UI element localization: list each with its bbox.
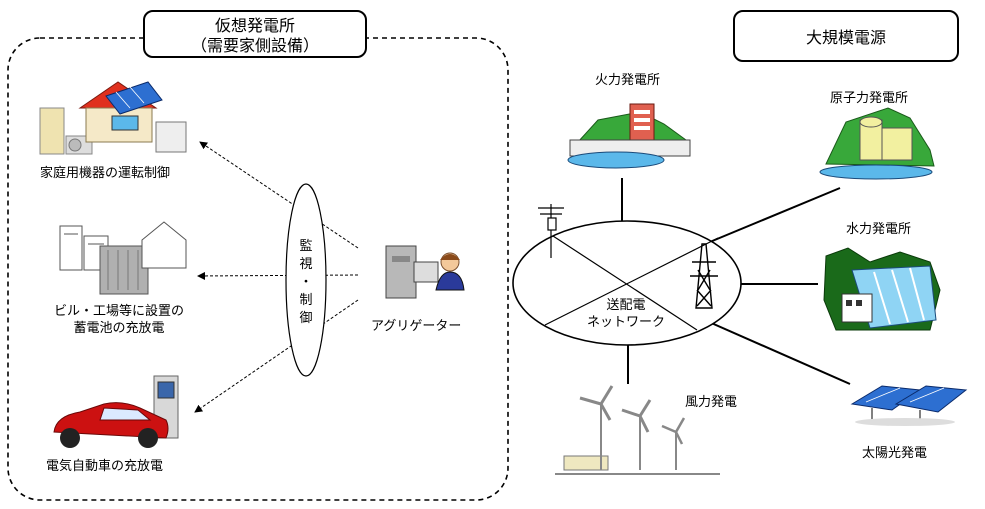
aggregator-label: アグリゲーター xyxy=(371,319,462,334)
nuclear-plant-label: 原子力発電所 xyxy=(830,91,909,106)
monitor-control-label: 監 視 ・ 制 御 xyxy=(299,239,313,326)
home-appliances-label: 家庭用機器の運転制御 xyxy=(40,166,171,181)
network-divider-2 xyxy=(544,237,719,326)
solar-panel-icon xyxy=(850,385,968,426)
link-nuclear xyxy=(704,187,841,245)
control-arrow-building xyxy=(197,271,359,280)
wind-turbine-icon xyxy=(555,385,720,475)
network-label-line2: ネットワーク xyxy=(586,315,665,330)
wind-power-label: 風力発電 xyxy=(685,395,738,410)
control-arrow-car xyxy=(194,299,359,413)
virtual-plant-title: 仮想発電所 xyxy=(214,16,295,35)
network-ellipse xyxy=(512,220,742,346)
building-battery-label-line2: 蓄電池の充放電 xyxy=(73,321,165,336)
virtual-plant-subtitle: （需要家側設備） xyxy=(190,36,319,55)
virtual-plant-title-box: 仮想発電所 （需要家側設備） xyxy=(143,10,367,58)
home-appliances-icon xyxy=(39,81,187,155)
large-power-title: 大規模電源 xyxy=(805,28,886,47)
nuclear-plant-icon xyxy=(819,107,935,180)
transmission-tower-icon xyxy=(690,243,718,309)
building-battery-label: ビル・工場等に設置の 蓄電池の充放電 xyxy=(38,303,200,337)
aggregator-icon xyxy=(385,245,465,299)
control-ellipse xyxy=(285,183,327,377)
electric-car-label: 電気自動車の充放電 xyxy=(46,459,164,474)
network-divider-1 xyxy=(552,235,698,331)
network-label-line1: 送配電 xyxy=(606,298,646,313)
thermal-plant-label: 火力発電所 xyxy=(595,73,661,88)
thermal-plant-icon xyxy=(567,103,691,169)
hydro-plant-label: 水力発電所 xyxy=(846,222,912,237)
building-battery-label-line1: ビル・工場等に設置の xyxy=(53,304,184,319)
solar-power-label: 太陽光発電 xyxy=(862,446,928,461)
building-battery-icon xyxy=(59,221,187,295)
utility-pole-icon xyxy=(538,204,564,258)
link-solar xyxy=(699,317,851,385)
large-power-title-box: 大規模電源 xyxy=(733,10,959,62)
hydro-plant-icon xyxy=(823,247,941,331)
electric-car-icon xyxy=(53,375,179,448)
network-label: 送配電 ネットワーク xyxy=(584,297,668,331)
control-arrow-home xyxy=(199,141,359,249)
